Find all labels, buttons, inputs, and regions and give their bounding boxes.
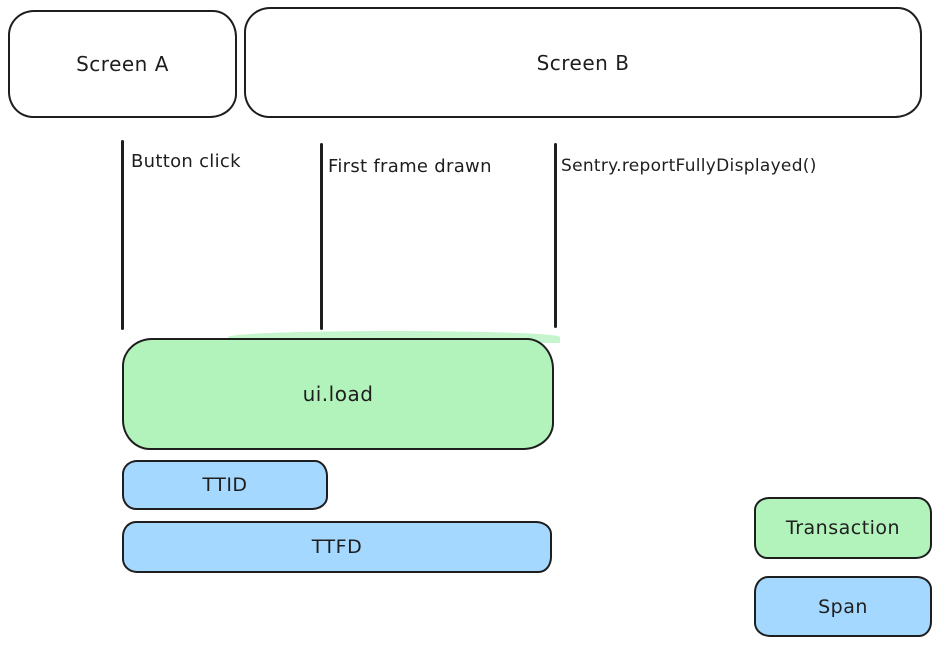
legend-span-label: Span (818, 595, 868, 618)
marker-label-first-frame-drawn: First frame drawn (328, 156, 492, 177)
screen-a-label: Screen A (76, 52, 169, 76)
ttfd-label: TTFD (311, 536, 363, 558)
marker-line-first-frame-drawn (320, 143, 323, 330)
ttid-label: TTID (202, 474, 248, 496)
legend-item-transaction: Transaction (754, 497, 932, 559)
ui-load-label: ui.load (302, 382, 374, 406)
screen-b-label: Screen B (536, 50, 630, 75)
screen-b-box: Screen B (244, 7, 922, 118)
marker-line-button-click (121, 140, 124, 330)
span-bar-ttid: TTID (122, 460, 328, 510)
span-bar-ttfd: TTFD (122, 521, 552, 573)
screen-a-box: Screen A (8, 10, 237, 118)
legend-item-span: Span (754, 576, 932, 637)
marker-label-button-click: Button click (131, 151, 241, 172)
marker-label-report-fully-displayed: Sentry.reportFullyDisplayed() (561, 156, 817, 176)
marker-line-report-fully-displayed (554, 143, 557, 328)
legend-transaction-label: Transaction (785, 517, 901, 539)
transaction-bar-ui-load: ui.load (122, 338, 554, 450)
